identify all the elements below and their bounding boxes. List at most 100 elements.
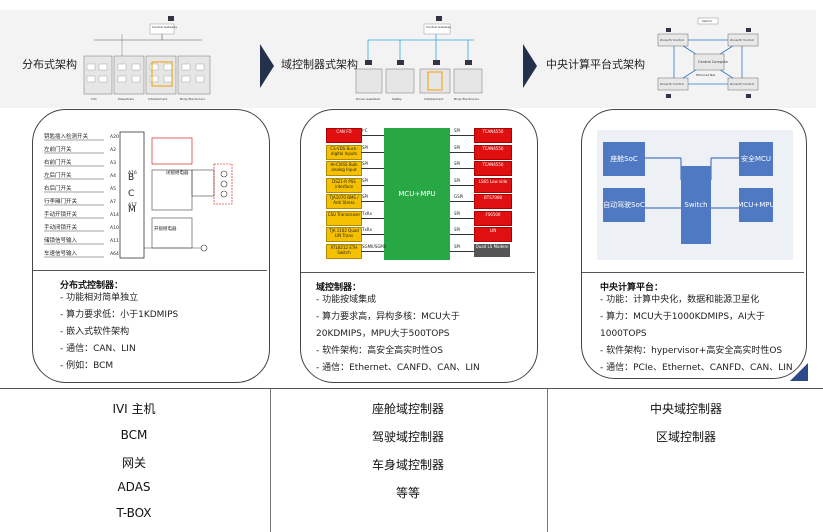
right-conn-label: GSPI <box>454 194 464 199</box>
connector-line <box>361 184 384 186</box>
arch-label-distributed: 分布式架构 <box>22 58 77 71</box>
cockpit-soc-box: 座舱SoC <box>603 142 645 176</box>
mini2-label-0: Driver Assistant <box>356 97 381 101</box>
right-peripheral-box: LIN <box>474 227 512 242</box>
switch-label: 手动闭锁开关 <box>44 223 78 231</box>
card3-lines: - 功能：计算中央化，数据和能源卫星化 - 算力：MCU大于1000KDMIPS… <box>600 292 793 377</box>
left-peripheral-box: TJA1070 BMS / Anti Stress <box>326 194 362 209</box>
switch-label: 左后门开关 <box>44 171 72 179</box>
card3-line: - 算力：MCU大于1000KDMIPS，AI大于 <box>600 312 765 322</box>
left-conn-label: I²C <box>362 128 368 133</box>
card-divider <box>301 272 535 273</box>
left-peripheral-box: RTL8212 ETH Switch <box>326 243 362 259</box>
card3-title: 中央计算平台： <box>600 283 664 293</box>
card2-title: 域控制器： <box>316 283 362 293</box>
right-conn-label: SPI <box>454 161 461 166</box>
right-peripheral-box: BTS7008 <box>474 194 512 209</box>
pin-label: A64 <box>110 251 119 257</box>
table-cell: 网关 <box>121 456 146 470</box>
mini3-zone-3: Zonal E/ Control <box>730 82 754 86</box>
card1-line: - 功能相对简单独立 <box>60 293 139 303</box>
switch-label: 右后门开关 <box>44 184 72 192</box>
connector-line <box>450 250 474 252</box>
connector-line <box>361 151 384 153</box>
table-column-distributed: IVI 主机 BCM 网关 ADAS T-BOX <box>4 400 264 532</box>
left-conn-label: SPI <box>362 144 369 150</box>
table-cell: 车身域控制器 <box>371 458 444 472</box>
mini3-zone-1: Zonal E/ Control <box>730 38 754 42</box>
card-divider <box>582 272 804 273</box>
mcu-mpu-block: MCU+MPU <box>384 128 450 260</box>
switch-label: 手动开锁开关 <box>44 210 78 218</box>
mini1-top-label: Central Gateway <box>152 25 177 29</box>
adas-soc-box: 自动驾驶SoC <box>603 188 645 222</box>
pin-label: A3 <box>110 160 116 166</box>
arch-label-domain: 域控制器式架构 <box>281 58 358 71</box>
connector-line <box>450 135 474 136</box>
motor-icon <box>220 170 228 178</box>
domain-arch-mini-diagram: Central Gateway Driver Assistant Safety … <box>355 16 483 101</box>
mini1-label-1: Powertrain <box>118 97 134 101</box>
mini1-label-3: Body Electronics <box>180 97 205 101</box>
table-cell: IVI 主机 <box>112 402 156 416</box>
connector-line <box>361 201 384 202</box>
pin-label: A10 <box>110 225 119 231</box>
mini2-label-3: Body Electronics <box>454 97 479 101</box>
right-pin: A17 <box>128 202 137 208</box>
arch-label-central: 中央计算平台式架构 <box>546 58 645 71</box>
card2-line: - 软件架构：高安全高实时性OS <box>316 346 443 356</box>
relay-label: 开锁继电器 <box>154 225 177 232</box>
mini3-center: Central Compute <box>698 60 728 64</box>
connector-line <box>450 168 474 169</box>
pin-label: A20 <box>110 134 119 140</box>
table-cell: 驾驶域控制器 <box>371 430 444 444</box>
left-peripheral-box: TJA 1102 Quad LIN Trans <box>326 227 362 242</box>
switch-label: 左前门开关 <box>44 145 72 153</box>
right-conn-label: SPI <box>454 243 461 249</box>
connector-line <box>361 250 384 252</box>
table-cell: 座舱域控制器 <box>371 402 444 416</box>
card3-line: - 软件架构：hypervisor+高安全高实时性OS <box>600 346 783 356</box>
right-conn-label: SPI <box>454 144 461 150</box>
chip-letter: C <box>128 189 134 199</box>
card1-line: - 算力要求低：小于1KDMIPS <box>60 310 179 320</box>
connector-line <box>361 135 384 136</box>
table-cell: 中央域控制器 <box>649 402 722 416</box>
card2-line: - 通信：Ethernet、CANFD、CAN、LIN <box>316 363 480 373</box>
right-conn-label: SPI <box>454 128 461 133</box>
card2-line: - 功能按域集成 <box>316 295 377 305</box>
left-conn-label: SGMII/SGMII <box>362 243 387 249</box>
chip-letter: M <box>128 205 136 215</box>
table-column-central: 中央域控制器 区域控制器 <box>556 400 816 456</box>
connector-line <box>450 217 474 219</box>
card-divider <box>33 270 267 271</box>
lock-motor-box <box>213 163 233 205</box>
left-peripheral-box: CAN FD <box>326 128 362 143</box>
connector-line <box>450 234 474 235</box>
left-conn-label: SPI <box>362 177 369 183</box>
table-cell: T-BOX <box>116 506 152 520</box>
right-peripheral-box: FS6500 <box>474 210 512 226</box>
table-cell: 等等 <box>395 486 420 500</box>
card2-line: 20KDMIPS，MPU大于500TOPS <box>316 329 450 339</box>
mini2-top-label: Central Gateway <box>426 25 451 29</box>
table-column-divider <box>270 389 271 532</box>
motor-box <box>191 169 215 197</box>
table-cell: ADAS <box>117 480 151 494</box>
left-peripheral-box: DS21-R PSS interface <box>326 177 362 193</box>
connector-line <box>361 168 384 169</box>
table-top-border <box>0 388 823 389</box>
card1-line: - 通信：CAN、LIN <box>60 344 136 354</box>
table-column-divider <box>547 389 548 532</box>
connector-line <box>450 151 474 153</box>
card1-title: 分布式控制器： <box>60 281 124 291</box>
relay-box <box>151 217 193 249</box>
chip-letter: B <box>128 173 134 183</box>
relay-box <box>151 169 193 211</box>
switch-label: 行李厢门开关 <box>44 197 78 205</box>
connector-line <box>361 217 384 219</box>
chevron-arrow-icon <box>523 44 537 88</box>
card3-line: - 通信：PCIe、Ethernet、CANFD、CAN、LIN <box>600 363 793 373</box>
